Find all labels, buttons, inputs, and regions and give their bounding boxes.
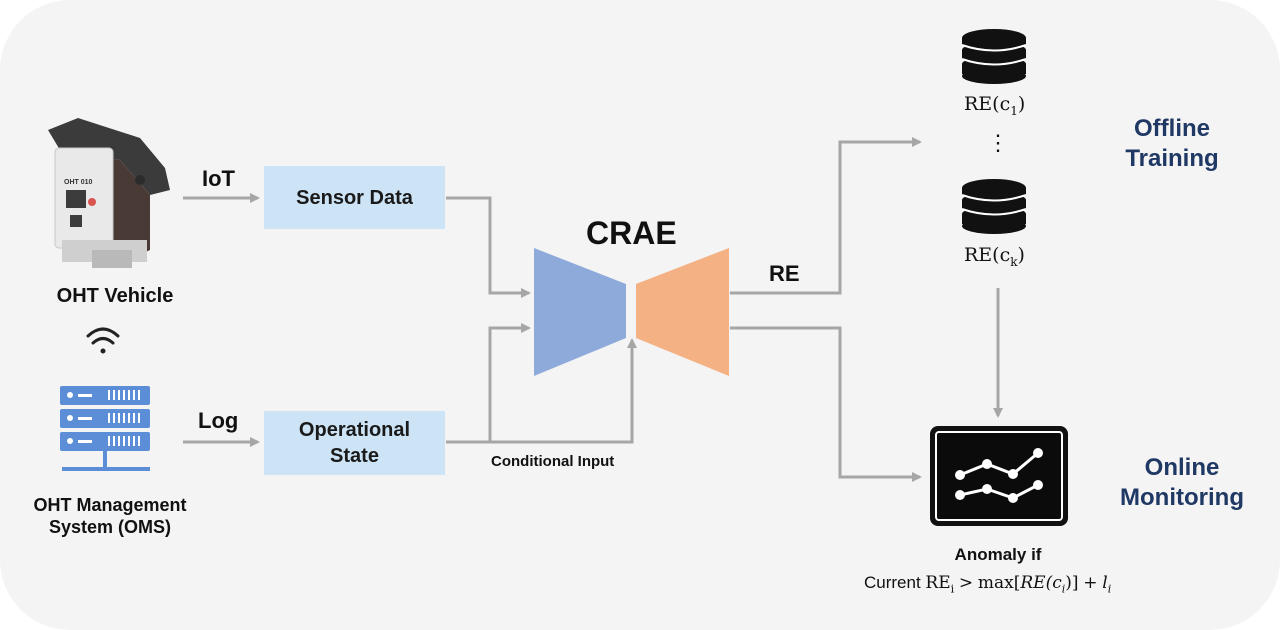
rule-l: li <box>1102 573 1112 596</box>
rule-max: max[RE(ci)] <box>977 573 1079 596</box>
iot-label: IoT <box>202 166 235 191</box>
crae-title: CRAE <box>586 215 677 251</box>
server-icon <box>60 386 150 471</box>
sensor-to-encoder-arrow <box>446 196 531 298</box>
state-to-decoder-arrow <box>446 338 637 444</box>
online-monitoring-label-line1: Online <box>1144 454 1220 481</box>
vehicle-tag: OHT 010 <box>64 179 93 186</box>
oht-vehicle-label: OHT Vehicle <box>56 285 174 307</box>
database-icon <box>961 179 1027 234</box>
offline-training-label-line1: Offline <box>1134 115 1210 142</box>
encoder-shape <box>534 248 626 376</box>
monitor-chart-icon <box>930 426 1068 526</box>
re-to-training-arrow <box>730 137 922 295</box>
decoder-shape <box>636 248 729 376</box>
database-icon <box>961 29 1027 84</box>
re-ck-label: RE(ck) <box>964 244 1025 269</box>
operational-state-label-line1: Operational <box>298 419 411 441</box>
oms-label-line2: System (OMS) <box>48 517 172 537</box>
rule-re: REi <box>925 573 955 596</box>
re-label: RE <box>769 261 800 286</box>
online-monitoring-label-line2: Monitoring <box>1120 484 1244 511</box>
sensor-data-label: Sensor Data <box>296 186 413 209</box>
operational-state-label-line2: State <box>330 445 379 467</box>
rule-gt: > <box>958 573 974 593</box>
oms-label-line1: OHT Management <box>33 495 187 515</box>
oht-vehicle-icon <box>48 118 170 268</box>
anomaly-heading: Anomaly if <box>954 545 1042 564</box>
state-to-encoder-arrow <box>446 323 531 444</box>
rule-plus: + <box>1083 573 1098 593</box>
rule-current: Current <box>864 573 921 592</box>
sensor-data-box: Sensor Data <box>264 166 445 229</box>
operational-state-box: Operational State <box>264 411 445 475</box>
anomaly-rule: Current REi > max[RE(ci)] + li <box>864 573 1111 595</box>
log-label: Log <box>198 408 239 433</box>
offline-training-label-line2: Training <box>1125 145 1219 172</box>
re-to-monitoring-arrow <box>730 326 922 482</box>
re-c1-label: RE(c1) <box>964 93 1026 118</box>
wifi-icon <box>86 327 120 354</box>
conditional-input-label: Conditional Input <box>491 453 615 470</box>
ellipsis-vertical: ⋮ <box>987 130 1009 155</box>
